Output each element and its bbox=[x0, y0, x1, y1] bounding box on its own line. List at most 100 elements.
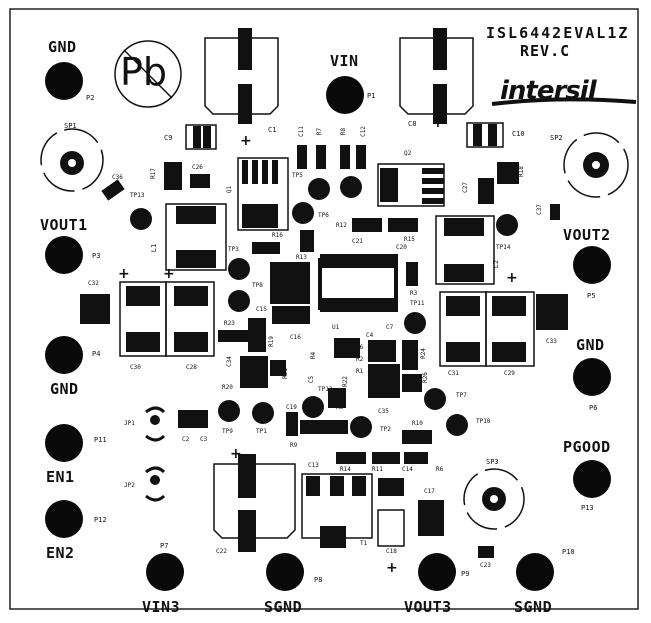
refdes: R15 bbox=[404, 236, 415, 243]
test-point-tp11[interactable] bbox=[404, 312, 426, 334]
connector-pad-p12[interactable] bbox=[45, 500, 83, 538]
connector-label-vin: VIN bbox=[330, 52, 359, 70]
refdes: R3 bbox=[410, 290, 418, 297]
svg-text:+: + bbox=[163, 266, 175, 282]
connector-pad-p8[interactable] bbox=[266, 553, 304, 591]
refdes: L2 bbox=[492, 259, 501, 269]
test-point-tp12[interactable] bbox=[302, 396, 324, 418]
refdes: C19 bbox=[286, 404, 297, 411]
connector-ref-p8: P8 bbox=[314, 576, 323, 584]
refdes: R20 bbox=[222, 384, 233, 391]
refdes: JP2 bbox=[124, 482, 135, 489]
refdes: C7 bbox=[386, 324, 394, 331]
refdes: C6 bbox=[356, 344, 364, 351]
connector-ref-p6: P6 bbox=[589, 404, 598, 412]
connector-pad-p11[interactable] bbox=[45, 424, 83, 462]
refdes: Q1 bbox=[226, 185, 234, 194]
refdes: C31 bbox=[448, 370, 459, 377]
connector-ref-p2: P2 bbox=[86, 94, 95, 102]
connector-label-vout2: VOUT2 bbox=[563, 226, 611, 244]
connector-pad-p7[interactable] bbox=[146, 553, 184, 591]
test-point-tp2[interactable] bbox=[350, 416, 372, 438]
connector-label-vin3: VIN3 bbox=[142, 598, 181, 616]
refdes: C26 bbox=[192, 164, 203, 171]
spacer-sp3 bbox=[463, 468, 525, 530]
refdes: C32 bbox=[88, 280, 99, 287]
refdes: R25 bbox=[224, 336, 235, 343]
refdes: C15 bbox=[256, 306, 267, 313]
connector-pad-p3[interactable] bbox=[45, 236, 83, 274]
connector-pad-p5[interactable] bbox=[573, 246, 611, 284]
connector-ref-p1: P1 bbox=[367, 92, 376, 100]
refdes: R21 bbox=[281, 368, 289, 379]
connector-pad-p9[interactable] bbox=[418, 553, 456, 591]
refdes: TP4 bbox=[344, 178, 355, 185]
refdes: U1 bbox=[332, 324, 340, 331]
refdes: C30 bbox=[130, 364, 141, 371]
connector-ref-p5: P5 bbox=[587, 292, 596, 300]
refdes: R23 bbox=[224, 320, 235, 327]
refdes: C11 bbox=[297, 126, 305, 137]
connector-pad-p10[interactable] bbox=[516, 553, 554, 591]
refdes: TP2 bbox=[380, 426, 391, 433]
connector-label-gnd-right: GND bbox=[576, 336, 605, 354]
refdes: C16 bbox=[290, 334, 301, 341]
refdes: R12 bbox=[336, 222, 347, 229]
refdes: TP13 bbox=[130, 192, 145, 199]
refdes: R5 bbox=[336, 404, 344, 411]
test-point-tp13[interactable] bbox=[130, 208, 152, 230]
connector-pad-p2[interactable] bbox=[45, 62, 83, 100]
refdes: C4 bbox=[366, 332, 374, 339]
refdes: C22 bbox=[216, 548, 227, 555]
connector-label-vout1: VOUT1 bbox=[40, 216, 88, 234]
refdes: R14 bbox=[340, 466, 351, 473]
test-point-tp14[interactable] bbox=[496, 214, 518, 236]
transformer-t1 bbox=[301, 473, 373, 548]
test-point-tp1[interactable] bbox=[252, 402, 274, 424]
connector-pad-p1[interactable] bbox=[326, 76, 364, 114]
refdes: C20 bbox=[396, 244, 407, 251]
refdes: R24 bbox=[419, 348, 427, 359]
connector-label-sgnd-mid: SGND bbox=[264, 598, 303, 616]
refdes: TP9 bbox=[222, 428, 233, 435]
svg-text:+: + bbox=[386, 560, 398, 576]
test-point-tp7[interactable] bbox=[424, 388, 446, 410]
refdes: SP3 bbox=[486, 458, 499, 466]
intersil-logo: intersil bbox=[500, 76, 597, 106]
connector-pad-p6[interactable] bbox=[573, 358, 611, 396]
test-point-tp4[interactable] bbox=[340, 176, 362, 198]
test-point-tp6[interactable] bbox=[292, 202, 314, 224]
refdes: R11 bbox=[372, 466, 383, 473]
test-point-tp10[interactable] bbox=[446, 414, 468, 436]
refdes: C28 bbox=[186, 364, 197, 371]
refdes: TP5 bbox=[292, 172, 303, 179]
connector-pad-p13[interactable] bbox=[573, 460, 611, 498]
connector-label-gnd-left: GND bbox=[50, 380, 79, 398]
refdes: C17 bbox=[424, 488, 435, 495]
connector-pad-p4[interactable] bbox=[45, 336, 83, 374]
board-revision: REV.C bbox=[520, 42, 571, 60]
connector-ref-p13: P13 bbox=[581, 504, 594, 512]
refdes: C29 bbox=[504, 370, 515, 377]
connector-label-pgood: PGOOD bbox=[563, 438, 611, 456]
refdes: C10 bbox=[512, 130, 525, 138]
ic-u1 bbox=[318, 254, 398, 312]
refdes: R17 bbox=[149, 168, 157, 179]
test-point-tp8[interactable] bbox=[228, 290, 250, 312]
refdes: C18 bbox=[386, 548, 397, 555]
test-point-tp3[interactable] bbox=[228, 258, 250, 280]
connector-ref-p4: P4 bbox=[92, 350, 101, 358]
refdes: R16 bbox=[272, 232, 283, 239]
connector-label-en1: EN1 bbox=[46, 468, 75, 486]
refdes: TP11 bbox=[410, 300, 425, 307]
refdes: TP1 bbox=[256, 428, 267, 435]
test-point-tp9[interactable] bbox=[218, 400, 240, 422]
refdes: R4 bbox=[310, 351, 318, 360]
connector-label-sgnd-right: SGND bbox=[514, 598, 553, 616]
test-point-tp5[interactable] bbox=[308, 178, 330, 200]
refdes: TP12 bbox=[318, 386, 333, 393]
refdes: R9 bbox=[290, 442, 298, 449]
svg-text:+: + bbox=[432, 115, 444, 131]
